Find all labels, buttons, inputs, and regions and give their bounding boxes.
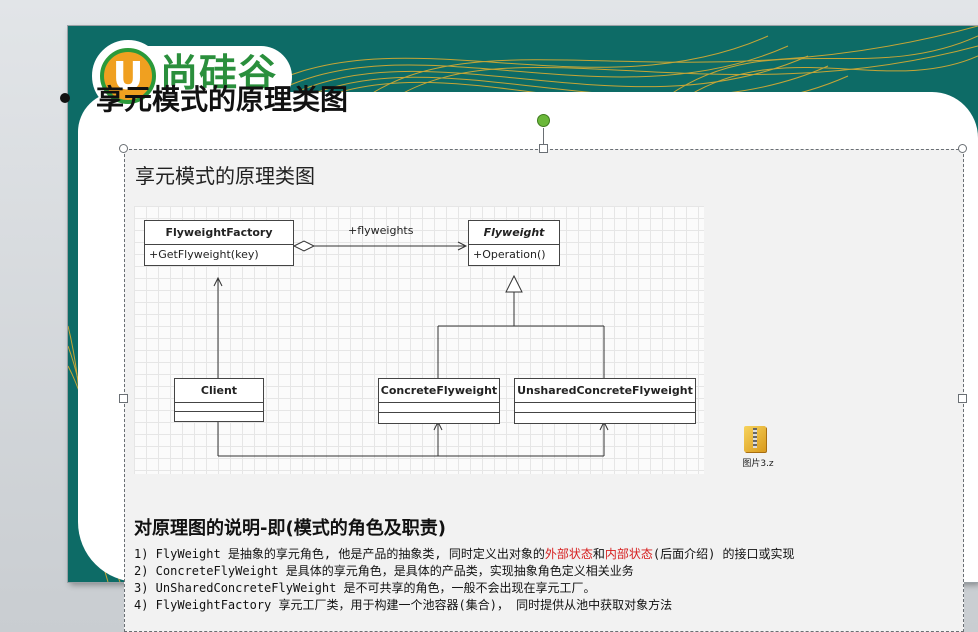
class-attributes — [175, 403, 263, 412]
highlight-external-state: 外部状态 — [544, 547, 593, 561]
association-label: +flyweights — [348, 224, 414, 237]
aggregation-diamond — [292, 240, 316, 252]
resize-handle-left[interactable] — [119, 394, 128, 403]
explanation-line-2: 2) ConcreteFlyWeight 是具体的享元角色，是具体的产品类，实现… — [134, 564, 634, 578]
explanation-line-3: 3) UnSharedConcreteFlyWeight 是不可共享的角色，一般… — [134, 581, 596, 595]
resize-handle-top-right[interactable] — [958, 144, 967, 153]
line-text: 1) FlyWeight 是抽象的享元角色, 他是产品的抽象类, 同时定义出对象… — [134, 547, 545, 561]
explanation-block: 对原理图的说明-即(模式的角色及职责) 1) FlyWeight 是抽象的享元角… — [134, 514, 960, 614]
slide-title[interactable]: 享元模式的原理类图 — [60, 78, 348, 118]
class-name: Client — [175, 379, 263, 403]
class-operation: +Operation() — [473, 248, 546, 261]
slide-title-text: 享元模式的原理类图 — [96, 83, 349, 116]
class-attributes — [515, 403, 695, 413]
class-operations — [515, 413, 695, 423]
zip-file-icon[interactable]: 图片3.z — [738, 424, 778, 470]
class-name: FlyweightFactory — [145, 221, 293, 245]
class-client: Client — [174, 378, 264, 422]
class-name: UnsharedConcreteFlyweight — [515, 379, 695, 403]
highlight-internal-state: 内部状态 — [604, 547, 653, 561]
class-name: Flyweight — [469, 221, 559, 245]
class-operations — [175, 412, 263, 421]
explanation-line-4: 4) FlyWeightFactory 享元工厂类，用于构建一个池容器(集合)，… — [134, 598, 673, 612]
class-operations — [379, 413, 499, 423]
diagram-heading: 享元模式的原理类图 — [135, 164, 315, 188]
brand-logo: U 尚硅谷 — [88, 36, 292, 118]
rotation-handle-stem — [543, 128, 544, 148]
logo-text-background — [144, 46, 292, 108]
line-text: 和 — [592, 547, 605, 561]
logo-text: 尚硅谷 — [160, 51, 278, 95]
class-flyweight-factory: FlyweightFactory +GetFlyweight(key) — [144, 220, 294, 266]
class-attributes — [379, 403, 499, 413]
uml-connectors — [213, 240, 609, 457]
uml-class-diagram[interactable]: +flyweights FlyweightFactory +GetFlyweig… — [134, 206, 704, 474]
class-unshared-concrete-flyweight: UnsharedConcreteFlyweight — [514, 378, 696, 424]
explanation-line-1: 1) FlyWeight 是抽象的享元角色, 他是产品的抽象类, 同时定义出对象… — [134, 546, 960, 563]
resize-handle-top-left[interactable] — [119, 144, 128, 153]
class-concrete-flyweight: ConcreteFlyweight — [378, 378, 500, 424]
explanation-title: 对原理图的说明-即(模式的角色及职责) — [134, 518, 446, 539]
file-label: 图片3.z — [742, 459, 774, 469]
logo-letter: U — [112, 54, 144, 98]
class-name: ConcreteFlyweight — [379, 379, 499, 403]
resize-handle-top[interactable] — [539, 144, 548, 153]
rotate-handle[interactable] — [537, 114, 550, 127]
bullet-icon — [60, 93, 70, 103]
logo-u-badge: U — [100, 48, 156, 104]
generalization-triangle — [505, 274, 523, 293]
line-text: (后面介绍) 的接口或实现 — [652, 547, 795, 561]
class-flyweight: Flyweight +Operation() — [468, 220, 560, 266]
zipper-icon — [753, 428, 757, 448]
resize-handle-right[interactable] — [958, 394, 967, 403]
class-operation: +GetFlyweight(key) — [149, 248, 259, 261]
